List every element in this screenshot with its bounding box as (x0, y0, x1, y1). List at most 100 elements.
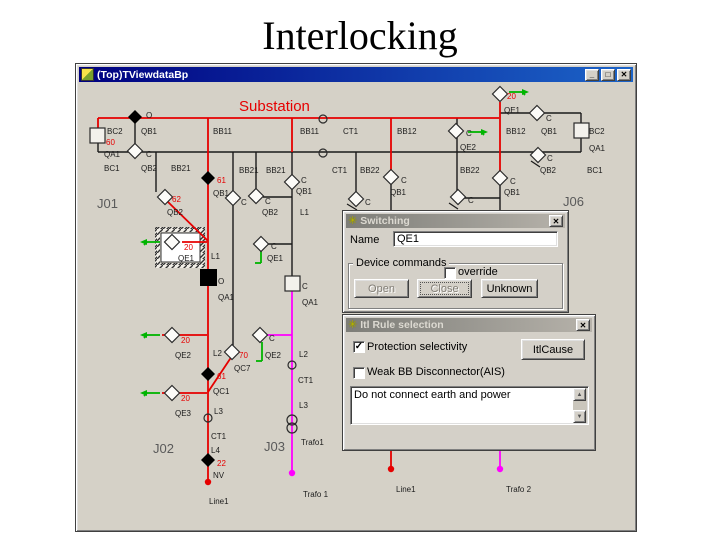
diagram-label: BB12 (397, 127, 417, 136)
minimize-button[interactable]: _ (585, 68, 599, 81)
diagram-label: C (265, 197, 271, 206)
device-square-open[interactable] (284, 275, 301, 292)
diagram-label: QE1 (178, 254, 195, 263)
junction-circle (318, 114, 328, 124)
diagram-label-red: 22 (217, 459, 226, 468)
scroll-up-icon[interactable]: ▲ (573, 388, 586, 401)
diagram-label: QA1 (218, 293, 235, 302)
switch-diamond-open[interactable] (223, 343, 241, 361)
diagram-label: QC1 (213, 387, 230, 396)
switch-diamond-open[interactable] (449, 188, 467, 206)
diagram-label-red: 20 (507, 92, 516, 101)
weak-bb-checkbox[interactable] (353, 367, 365, 379)
switch-diamond-open[interactable] (252, 235, 270, 253)
switch-diamond-open[interactable] (382, 168, 400, 186)
substation-label: Substation (239, 98, 310, 115)
terminal-dot[interactable] (496, 465, 504, 473)
name-input[interactable] (393, 231, 558, 247)
junction-circle (287, 360, 297, 370)
diagram-label: QE2 (175, 351, 192, 360)
itlcause-button[interactable]: ItlCause (521, 339, 585, 360)
gear-icon: ✳ (348, 214, 358, 227)
close-button[interactable]: ✕ (617, 68, 631, 81)
protection-selectivity-checkbox[interactable]: ✓ (353, 341, 365, 353)
diagram-label: BC1 (587, 166, 603, 175)
switch-diamond-open[interactable] (247, 187, 265, 205)
switch-diamond-open[interactable] (126, 142, 144, 160)
diagram-label: C (241, 198, 247, 207)
diagram-label: CT1 (298, 376, 314, 385)
diagram-label: C (269, 334, 275, 343)
switch-diamond-open[interactable] (491, 169, 509, 187)
protection-selectivity-label: Protection selectivity (367, 341, 468, 353)
switching-title: Switching (360, 215, 410, 227)
switch-diamond-open[interactable] (224, 189, 242, 207)
device-square-closed[interactable] (200, 269, 217, 286)
diagram-label: CT1 (332, 166, 348, 175)
breaker-diamond-closed[interactable] (201, 367, 215, 381)
switching-close-icon[interactable]: ✕ (549, 215, 563, 227)
override-checkbox[interactable] (444, 267, 456, 279)
diagram-label: L1 (300, 208, 309, 217)
junction-circle (286, 422, 298, 434)
diagram-label-red: 20 (181, 394, 190, 403)
switch-diamond-open[interactable] (156, 188, 174, 206)
diagram-label: QB2 (540, 166, 557, 175)
diagram-label-red: 20 (184, 243, 193, 252)
diagram-label: C (468, 196, 474, 205)
diagram-label: BC2 (107, 127, 123, 136)
diagram-label: BC1 (104, 164, 120, 173)
switch-diamond-open[interactable] (163, 233, 181, 251)
open-button[interactable]: Open (354, 279, 409, 298)
switch-diamond-open[interactable] (528, 104, 546, 122)
breaker-diamond-closed[interactable] (128, 110, 142, 124)
maximize-button[interactable]: □ (601, 68, 615, 81)
device-square-open[interactable] (573, 122, 590, 139)
scrollbar[interactable]: ▲ ▼ (573, 388, 587, 423)
itl-titlebar[interactable]: ✳ Itl Rule selection ✕ (346, 318, 592, 332)
diagram-label: L4 (211, 446, 220, 455)
diagram-label: QA1 (302, 298, 319, 307)
switch-diamond-open[interactable] (163, 326, 181, 344)
diagram-label: C (401, 176, 407, 185)
diagram-label: Trafo 2 (506, 485, 532, 494)
switch-diamond-open[interactable] (283, 173, 301, 191)
gear-icon: ✳ (348, 318, 358, 331)
breaker-diamond-closed[interactable] (201, 453, 215, 467)
terminal-dot[interactable] (288, 469, 296, 477)
itl-close-icon[interactable]: ✕ (576, 319, 590, 331)
diagram-label: L3 (299, 401, 308, 410)
diagram-label: C (547, 154, 553, 163)
switch-diamond-open[interactable] (491, 85, 509, 103)
breaker-diamond-closed[interactable] (201, 171, 215, 185)
switch-diamond-open[interactable] (447, 122, 465, 140)
diagram-label-red: 70 (239, 351, 248, 360)
window-titlebar[interactable]: (Top)TViewdataBp _ □ ✕ (79, 67, 633, 82)
diagram-label: L1 (211, 252, 220, 261)
diagram-label-red: 20 (181, 336, 190, 345)
diagram-label: Line1 (396, 485, 416, 494)
diagram-label: QA1 (104, 150, 121, 159)
terminal-dot[interactable] (387, 465, 395, 473)
itl-title: Itl Rule selection (360, 319, 444, 331)
switch-diamond-open[interactable] (163, 384, 181, 402)
device-square-open[interactable] (89, 127, 106, 144)
bay-label: J02 (153, 441, 174, 456)
diagram-label: CT1 (343, 127, 359, 136)
switch-diamond-open[interactable] (529, 146, 547, 164)
close-button-dialog[interactable]: Close (417, 279, 472, 298)
diagram-label: NV (213, 471, 225, 480)
switching-titlebar[interactable]: ✳ Switching ✕ (346, 214, 565, 228)
green-arrow-head (140, 239, 147, 245)
terminal-dot[interactable] (204, 478, 212, 486)
diagram-label: QB1 (504, 188, 521, 197)
diagram-label: CT1 (211, 432, 227, 441)
device-commands-label: Device commands (353, 257, 450, 269)
switch-diamond-open[interactable] (251, 326, 269, 344)
diagram-label: QE1 (267, 254, 284, 263)
switch-diamond-open[interactable] (347, 190, 365, 208)
selected-device-frame (160, 232, 201, 263)
diagram-label: QB1 (141, 127, 158, 136)
unknown-button[interactable]: Unknown (481, 279, 538, 298)
scroll-down-icon[interactable]: ▼ (573, 410, 586, 423)
